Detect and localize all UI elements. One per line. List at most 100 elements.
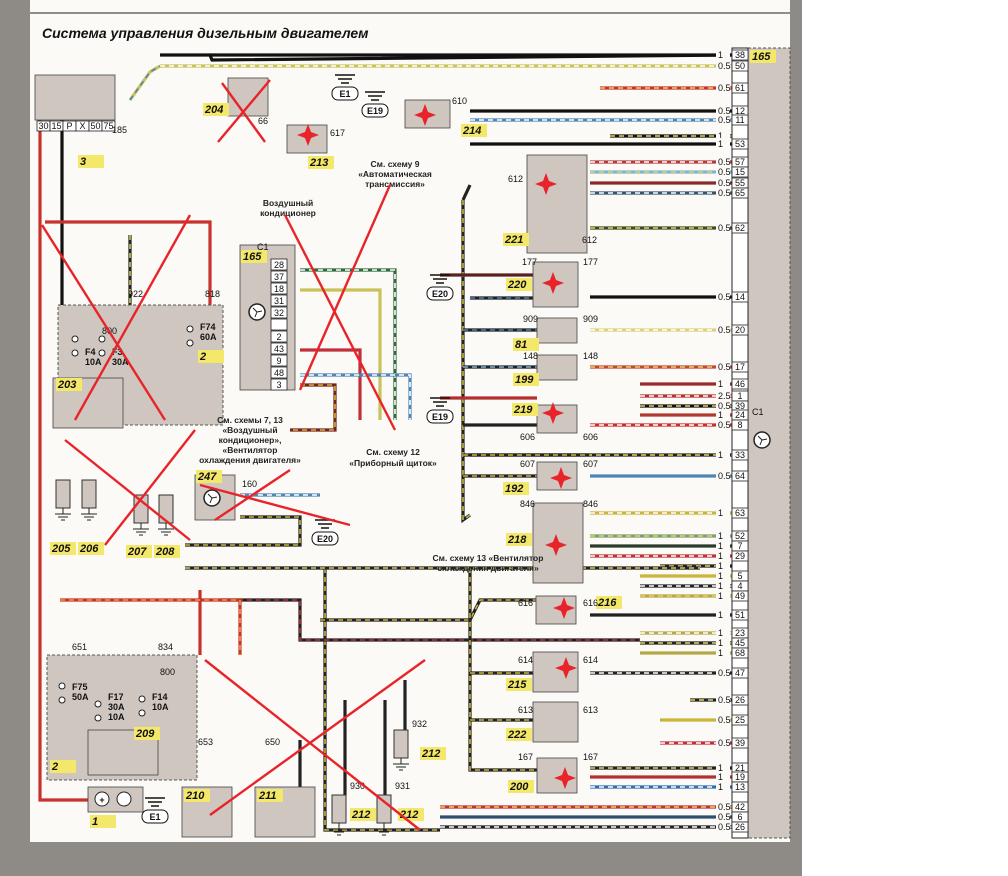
wire-size-bg — [716, 507, 730, 518]
wire-size-label: 0.5 — [718, 115, 731, 125]
wire-size-bg — [716, 60, 730, 71]
ground-point — [426, 409, 454, 424]
connector-number: 160 — [242, 479, 257, 489]
switch-199 — [536, 354, 578, 381]
component-number-210: 210 — [185, 790, 205, 802]
badge-bg — [308, 156, 334, 169]
component-number-247: 247 — [197, 471, 217, 483]
component-number-212: 212 — [351, 809, 370, 821]
wire-top-50-tracer — [129, 65, 161, 101]
cross-out-mark — [73, 214, 192, 421]
fuse-icon — [71, 349, 79, 357]
ignition-terminal: 50 — [90, 121, 100, 131]
pin-number: 1 — [737, 391, 742, 401]
clock-hands — [252, 307, 263, 318]
wire-size-label: 0.5 — [718, 420, 731, 430]
cross-out-mark — [199, 483, 351, 527]
component-number-215: 215 — [507, 679, 527, 691]
pin-box — [270, 354, 288, 367]
badge-bg — [203, 103, 229, 116]
star-mark-icon — [545, 534, 567, 556]
pin-number: 68 — [735, 648, 745, 658]
sensor-200 — [536, 757, 578, 794]
pin-number: 3 — [276, 380, 281, 390]
pin-number: 26 — [735, 695, 745, 705]
connector-number: 818 — [205, 289, 220, 299]
badge-bg — [198, 350, 224, 363]
connector-number: 66 — [258, 116, 268, 126]
pin-number: 4 — [737, 581, 742, 591]
badge-bg — [503, 233, 529, 246]
ground-label: E19 — [367, 106, 383, 116]
wire-size-bg — [716, 222, 730, 233]
pin-number: 8 — [737, 420, 742, 430]
wire-216-tracer — [320, 599, 540, 621]
pin-number: 50 — [735, 61, 745, 71]
wire-3-tracer — [290, 384, 336, 431]
ground-point — [331, 86, 359, 101]
wire-43 — [300, 348, 362, 420]
pin-box — [731, 647, 749, 659]
fuse-label: 60A — [200, 332, 217, 342]
components-layer — [34, 47, 791, 839]
pin-box — [731, 781, 749, 793]
pin-number: 21 — [735, 763, 745, 773]
pin-number: 37 — [274, 272, 284, 282]
pin-number: 5 — [737, 571, 742, 581]
heater-212-a — [331, 794, 347, 824]
component-number-208: 208 — [155, 546, 175, 558]
cross-out-mark — [214, 469, 291, 521]
badge-bg — [461, 124, 487, 137]
wire-size-label: 1 — [718, 591, 723, 601]
wire-size-bg — [716, 801, 730, 812]
connector-number: 922 — [128, 289, 143, 299]
fuse-icon — [186, 339, 194, 347]
pin-number: 28 — [274, 260, 284, 270]
reference-note: См. схему 13 «Вентилятор — [433, 553, 544, 563]
wire-size-bg — [716, 419, 730, 430]
wire-size-bg — [716, 166, 730, 177]
wire-size-bg — [716, 560, 730, 571]
wire-size-label: 0.5 — [718, 471, 731, 481]
pin-number: 53 — [735, 139, 745, 149]
fuse-label: F3 — [112, 347, 123, 357]
fuse-icon — [138, 695, 146, 703]
wire-size-bg — [716, 114, 730, 125]
wire-size-label: 1 — [718, 628, 723, 638]
connector-number: 185 — [112, 125, 127, 135]
wire-size-bg — [716, 82, 730, 93]
wire-size-label: 0.5 — [718, 188, 731, 198]
badge-bg — [50, 542, 76, 555]
wire-size-label: 0.5 — [718, 812, 731, 822]
ground-label: E1 — [149, 812, 160, 822]
wire-size-bg — [716, 637, 730, 648]
pin-box — [270, 318, 288, 331]
connector-number: 930 — [350, 781, 365, 791]
wire-size-label: 1 — [718, 379, 723, 389]
badge-bg — [513, 338, 539, 351]
connector-number: 931 — [395, 781, 410, 791]
ground-icon — [145, 797, 165, 807]
cross-marks-layer — [40, 79, 577, 831]
wire-size-bg — [716, 781, 730, 792]
wire-247-3-tracer — [185, 516, 301, 546]
pin-number: 38 — [735, 50, 745, 60]
bus-lower-tracer — [324, 568, 440, 831]
wire-size-bg — [716, 378, 730, 389]
badge-bg — [184, 789, 210, 802]
fuse-label: F4 — [85, 347, 96, 357]
connector-number: 846 — [583, 499, 598, 509]
pin-number: 51 — [735, 610, 745, 620]
component-number-203: 203 — [57, 379, 76, 391]
fuse-label: 10A — [85, 357, 102, 367]
pin-number: 11 — [735, 115, 744, 125]
badge-bg — [506, 678, 532, 691]
left-page-edge — [0, 0, 30, 876]
pin-box — [731, 821, 749, 833]
connector-number: 606 — [520, 432, 535, 442]
badge-bg — [196, 470, 222, 483]
wire-size-label: 0.5 — [718, 106, 731, 116]
pin-number: 31 — [274, 296, 284, 306]
wire-size-bg — [716, 187, 730, 198]
wire-size-label: 0.5 — [718, 178, 731, 188]
